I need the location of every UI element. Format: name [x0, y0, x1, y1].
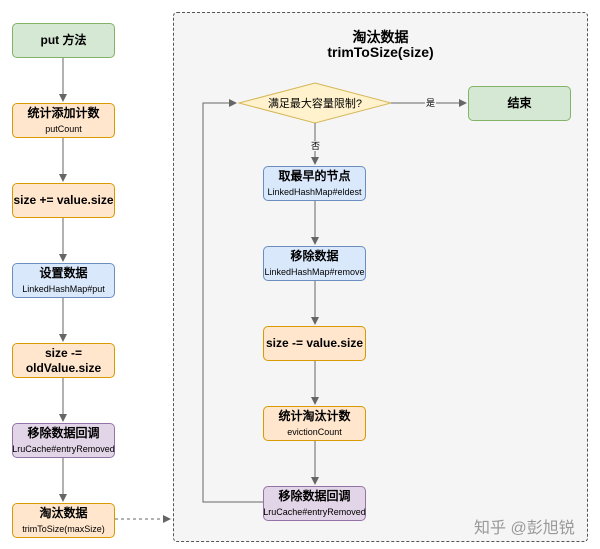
node-title: 取最早的节点 — [278, 169, 351, 183]
node-sub: LinkedHashMap#eldest — [267, 187, 362, 197]
node-eldest: 取最早的节点 LinkedHashMap#eldest — [263, 166, 366, 201]
node-put-count: 统计添加计数 putCount — [12, 103, 115, 138]
node-size-sub: size -= value.size — [263, 326, 366, 361]
node-title: 移除数据回调 — [27, 426, 100, 440]
node-size-sub-old: size -= oldValue.size — [12, 343, 115, 378]
edge-loop-back — [202, 99, 264, 503]
node-size-add: size += value.size — [12, 183, 115, 218]
node-title: size += value.size — [13, 193, 114, 207]
node-title: 淘汰数据 — [39, 506, 88, 520]
group-title: 淘汰数据 — [352, 29, 409, 45]
node-entry-removed: 移除数据回调 LruCache#entryRemoved — [12, 423, 115, 458]
node-set-data: 设置数据 LinkedHashMap#put — [12, 263, 115, 298]
node-sub: evictionCount — [287, 427, 342, 437]
yes-label: 是 — [425, 98, 437, 108]
node-title: 统计添加计数 — [27, 106, 100, 120]
node-remove: 移除数据 LinkedHashMap#remove — [263, 246, 366, 281]
node-sub: LinkedHashMap#remove — [264, 267, 365, 277]
node-title: put 方法 — [40, 33, 87, 47]
node-title: 结束 — [507, 96, 532, 110]
node-entry-removed-2: 移除数据回调 LruCache#entryRemoved — [263, 486, 366, 521]
node-sub: LruCache#entryRemoved — [12, 444, 115, 454]
node-eviction-count: 统计淘汰计数 evictionCount — [263, 406, 366, 441]
node-title: size -= value.size — [265, 336, 364, 350]
node-title: 统计淘汰计数 — [278, 409, 351, 423]
node-sub: putCount — [45, 124, 82, 134]
node-title: 设置数据 — [39, 266, 88, 280]
node-sub: LinkedHashMap#put — [22, 284, 105, 294]
watermark: 知乎 @彭旭锐 — [474, 520, 575, 537]
node-sub: LruCache#entryRemoved — [263, 507, 366, 517]
group-subtitle: trimToSize(size) — [327, 44, 434, 60]
no-label: 否 — [310, 141, 322, 151]
node-end: 结束 — [468, 86, 571, 121]
node-title: 移除数据 — [290, 249, 339, 263]
node-put-method: put 方法 — [12, 23, 115, 58]
node-sub: trimToSize(maxSize) — [22, 524, 105, 534]
node-title: 移除数据回调 — [278, 489, 351, 503]
node-trim: 淘汰数据 trimToSize(maxSize) — [12, 503, 115, 538]
node-title: size -= oldValue.size — [25, 345, 102, 375]
decision-text: 满足最大容量限制? — [267, 98, 363, 110]
